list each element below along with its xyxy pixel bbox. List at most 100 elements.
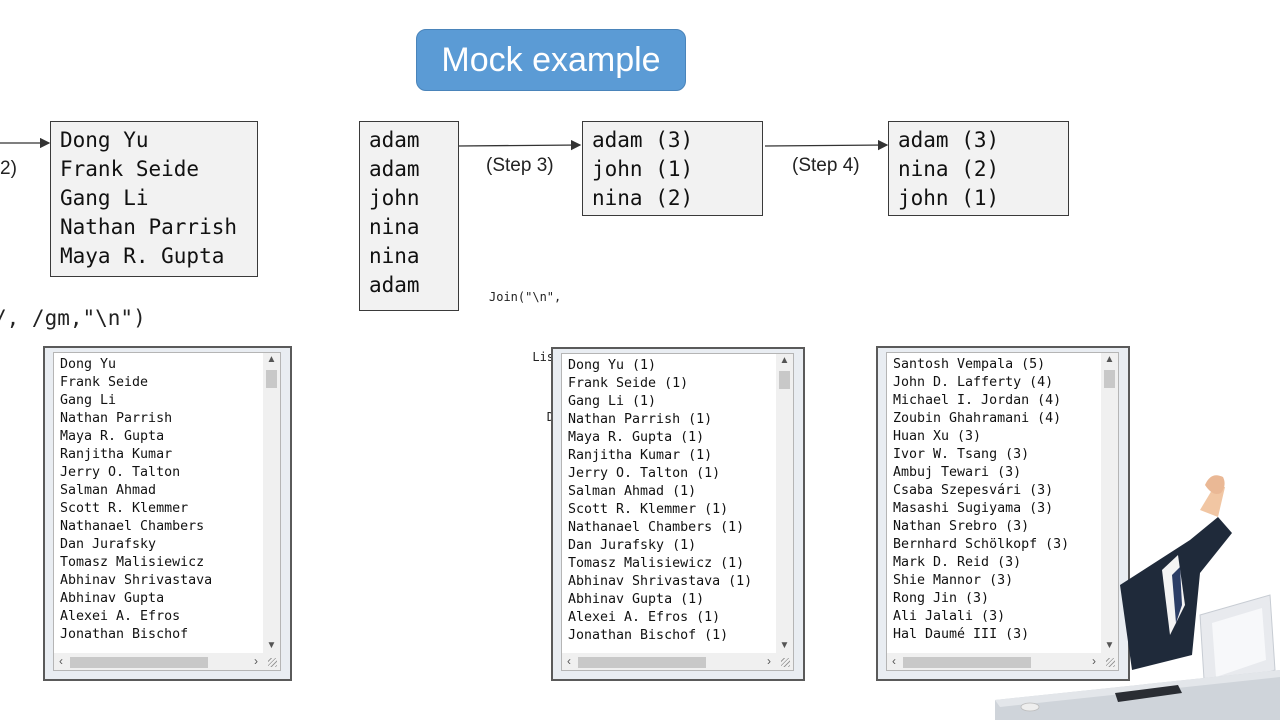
list-item[interactable]: Csaba Szepesvári (3) <box>893 483 1054 498</box>
list-item[interactable]: Hal Daumé III (3) <box>893 627 1030 642</box>
words-box: adam adam john nina nina adam <box>359 121 459 311</box>
list-item[interactable]: Scott R. Klemmer (1) <box>568 502 729 517</box>
horizontal-scrollbar[interactable]: ‹ › <box>562 653 776 670</box>
resize-grip-icon[interactable] <box>1106 658 1115 667</box>
names-line: Dong Yu <box>60 128 149 152</box>
scroll-right-arrow-icon[interactable]: › <box>1092 654 1096 668</box>
horizontal-scrollbar[interactable]: ‹ › <box>887 653 1101 670</box>
scroll-left-arrow-icon[interactable]: ‹ <box>567 654 571 668</box>
list-item[interactable]: Frank Seide <box>60 375 149 390</box>
vertical-scrollbar[interactable]: ▲ ▼ <box>263 353 280 653</box>
scroll-down-arrow-icon[interactable]: ▼ <box>1104 640 1115 651</box>
list-item[interactable]: Nathan Parrish (1) <box>568 412 713 427</box>
scroll-left-arrow-icon[interactable]: ‹ <box>59 654 63 668</box>
names-line: Nathan Parrish <box>60 215 238 239</box>
list-panel-counts: Dong Yu (1) Frank Seide (1) Gang Li (1) … <box>551 347 805 681</box>
list-item[interactable]: Nathanael Chambers <box>60 519 205 534</box>
list-item[interactable]: Jonathan Bischof (1) <box>568 628 729 643</box>
list-item[interactable]: Santosh Vempala (5) <box>893 357 1046 372</box>
list-item[interactable]: Nathanael Chambers (1) <box>568 520 745 535</box>
list-item[interactable]: Alexei A. Efros (1) <box>568 610 721 625</box>
scroll-right-arrow-icon[interactable]: › <box>254 654 258 668</box>
list-item[interactable]: Michael I. Jordan (4) <box>893 393 1062 408</box>
names-line: Frank Seide <box>60 157 200 181</box>
list-item[interactable]: Abhinav Shrivastava <box>60 573 213 588</box>
sorted-line: nina (2) <box>898 157 1000 181</box>
word-line: john <box>369 186 420 210</box>
list-item[interactable]: Salman Ahmad <box>60 483 157 498</box>
word-line: adam <box>369 273 420 297</box>
count-line: adam (3) <box>592 128 694 152</box>
hscroll-thumb[interactable] <box>578 657 706 668</box>
list-item[interactable]: Abhinav Gupta (1) <box>568 592 705 607</box>
list-item[interactable]: Masashi Sugiyama (3) <box>893 501 1054 516</box>
list-item[interactable]: Dong Yu (1) <box>568 358 657 373</box>
title-badge: Mock example <box>416 29 686 91</box>
list-item[interactable]: Alexei A. Efros <box>60 609 181 624</box>
listbox-counts[interactable]: Dong Yu (1) Frank Seide (1) Gang Li (1) … <box>561 353 794 671</box>
names-line: Maya R. Gupta <box>60 244 225 268</box>
resize-grip-icon[interactable] <box>781 658 790 667</box>
resize-corner <box>1101 653 1118 670</box>
resize-grip-icon[interactable] <box>268 658 277 667</box>
list-item[interactable]: Huan Xu (3) <box>893 429 982 444</box>
list-item[interactable]: Bernhard Schölkopf (3) <box>893 537 1070 552</box>
listbox-items: Dong Yu (1) Frank Seide (1) Gang Li (1) … <box>568 357 773 645</box>
list-item[interactable]: Jerry O. Talton <box>60 465 181 480</box>
word-line: adam <box>369 128 420 152</box>
list-item[interactable]: Scott R. Klemmer <box>60 501 189 516</box>
count-line: john (1) <box>592 157 694 181</box>
list-item[interactable]: Jerry O. Talton (1) <box>568 466 721 481</box>
list-item[interactable]: Tomasz Malisiewicz <box>60 555 205 570</box>
list-item[interactable]: Shie Mannor (3) <box>893 573 1014 588</box>
list-item[interactable]: Rong Jin (3) <box>893 591 990 606</box>
sorted-line: adam (3) <box>898 128 1000 152</box>
list-item[interactable]: Maya R. Gupta <box>60 429 165 444</box>
list-item[interactable]: Gang Li (1) <box>568 394 657 409</box>
list-item[interactable]: Ranjitha Kumar <box>60 447 173 462</box>
scroll-up-arrow-icon[interactable]: ▲ <box>779 355 790 366</box>
list-item[interactable]: Ranjitha Kumar (1) <box>568 448 713 463</box>
scroll-right-arrow-icon[interactable]: › <box>767 654 771 668</box>
celebrating-person-illustration <box>995 475 1280 720</box>
list-item[interactable]: Dong Yu <box>60 357 117 372</box>
list-item[interactable]: John D. Lafferty (4) <box>893 375 1054 390</box>
list-item[interactable]: Dan Jurafsky (1) <box>568 538 697 553</box>
list-item[interactable]: Nathan Parrish <box>60 411 173 426</box>
list-item[interactable]: Nathan Srebro (3) <box>893 519 1030 534</box>
scroll-thumb[interactable] <box>1104 370 1115 388</box>
list-panel-sorted: Santosh Vempala (5) John D. Lafferty (4)… <box>876 346 1130 681</box>
hscroll-thumb[interactable] <box>70 657 208 668</box>
list-item[interactable]: Ambuj Tewari (3) <box>893 465 1022 480</box>
vertical-scrollbar[interactable]: ▲ ▼ <box>1101 353 1118 653</box>
horizontal-scrollbar[interactable]: ‹ › <box>54 653 263 670</box>
list-item[interactable]: Frank Seide (1) <box>568 376 689 391</box>
listbox-names[interactable]: Dong Yu Frank Seide Gang Li Nathan Parri… <box>53 352 281 671</box>
scroll-up-arrow-icon[interactable]: ▲ <box>1104 354 1115 365</box>
scroll-thumb[interactable] <box>779 371 790 389</box>
code-line: Join("\n", <box>489 290 562 304</box>
list-item[interactable]: Gang Li <box>60 393 117 408</box>
step2-label-fragment: 2) <box>0 158 17 179</box>
scroll-down-arrow-icon[interactable]: ▼ <box>266 640 277 651</box>
list-item[interactable]: Salman Ahmad (1) <box>568 484 697 499</box>
list-item[interactable]: Jonathan Bischof <box>60 627 189 642</box>
scroll-left-arrow-icon[interactable]: ‹ <box>892 654 896 668</box>
list-item[interactable]: Ivor W. Tsang (3) <box>893 447 1030 462</box>
hscroll-thumb[interactable] <box>903 657 1031 668</box>
list-item[interactable]: Zoubin Ghahramani (4) <box>893 411 1062 426</box>
list-item[interactable]: Ali Jalali (3) <box>893 609 1006 624</box>
list-item[interactable]: Mark D. Reid (3) <box>893 555 1022 570</box>
vertical-scrollbar[interactable]: ▲ ▼ <box>776 354 793 653</box>
list-item[interactable]: Abhinav Shrivastava (1) <box>568 574 753 589</box>
names-line: Gang Li <box>60 186 149 210</box>
scroll-up-arrow-icon[interactable]: ▲ <box>266 354 277 365</box>
listbox-sorted[interactable]: Santosh Vempala (5) John D. Lafferty (4)… <box>886 352 1119 671</box>
list-item[interactable]: Maya R. Gupta (1) <box>568 430 705 445</box>
list-item[interactable]: Tomasz Malisiewicz (1) <box>568 556 745 571</box>
scroll-thumb[interactable] <box>266 370 277 388</box>
list-item[interactable]: Dan Jurafsky <box>60 537 157 552</box>
scroll-down-arrow-icon[interactable]: ▼ <box>779 640 790 651</box>
list-item[interactable]: Abhinav Gupta <box>60 591 165 606</box>
